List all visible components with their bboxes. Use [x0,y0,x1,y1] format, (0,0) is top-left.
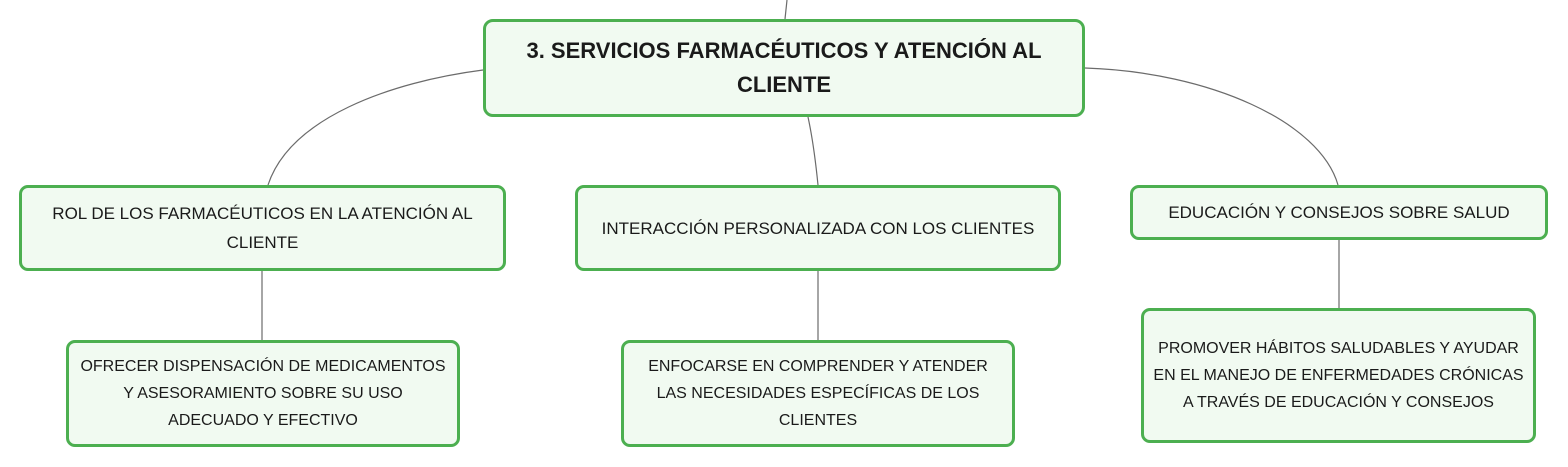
leaf-label: OFRECER DISPENSACIÓN DE MEDICAMENTOS Y A… [80,358,446,429]
root-topic-label: 3. SERVICIOS FARMACÉUTICOS Y ATENCIÓN AL… [526,38,1042,97]
branch-node-educacion-consejos[interactable]: EDUCACIÓN Y CONSEJOS SOBRE SALUD [1130,185,1548,240]
leaf-node-necesidades[interactable]: ENFOCARSE EN COMPRENDER Y ATENDER LAS NE… [621,340,1015,447]
connector-parent-to-root [784,0,788,20]
leaf-node-dispensacion[interactable]: OFRECER DISPENSACIÓN DE MEDICAMENTOS Y A… [66,340,460,447]
leaf-node-habitos-saludables[interactable]: PROMOVER HÁBITOS SALUDABLES Y AYUDAR EN … [1141,308,1536,443]
leaf-label: ENFOCARSE EN COMPRENDER Y ATENDER LAS NE… [648,358,988,429]
connector-root-to-branch-2 [807,116,819,186]
branch-label: ROL DE LOS FARMACÉUTICOS EN LA ATENCIÓN … [52,204,473,252]
root-topic-node[interactable]: 3. SERVICIOS FARMACÉUTICOS Y ATENCIÓN AL… [483,19,1085,117]
branch-label: EDUCACIÓN Y CONSEJOS SOBRE SALUD [1168,203,1510,222]
branch-node-rol-farmaceuticos[interactable]: ROL DE LOS FARMACÉUTICOS EN LA ATENCIÓN … [19,185,506,271]
connector-root-to-branch-1 [267,69,484,186]
connector-root-to-branch-3 [1084,67,1339,186]
branch-label: INTERACCIÓN PERSONALIZADA CON LOS CLIENT… [601,218,1035,238]
branch-node-interaccion-personalizada[interactable]: INTERACCIÓN PERSONALIZADA CON LOS CLIENT… [575,185,1061,271]
leaf-label: PROMOVER HÁBITOS SALUDABLES Y AYUDAR EN … [1153,340,1524,411]
